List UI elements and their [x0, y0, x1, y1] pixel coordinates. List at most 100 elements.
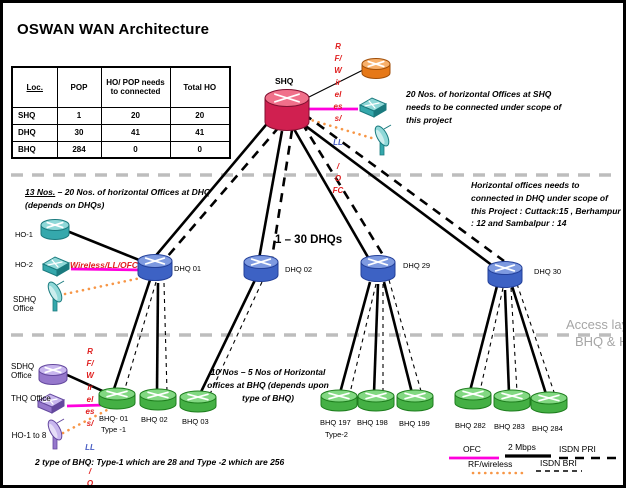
table-cell: 284 — [56, 140, 102, 159]
ho2-switch-icon — [41, 256, 71, 271]
vertical-label-part3: / O FC — [332, 162, 344, 195]
shq-router-icon — [274, 93, 300, 103]
link-2mbps — [111, 279, 152, 393]
table-cell: 41 — [100, 123, 171, 142]
link-2mbps — [503, 289, 511, 394]
dhq-left-note-lead: 13 Nos. — [25, 187, 56, 197]
access-layer-sublabel: BHQ & HO — [575, 334, 623, 349]
table-header-cell: HO/ POP needs to connected — [100, 66, 171, 108]
page-title: OSWAN WAN Architecture — [17, 21, 210, 38]
link-isdn-bri — [516, 283, 555, 393]
shq-ho-dish-icon — [375, 129, 385, 145]
legend-isdn-bri-label: ISDN BRI — [540, 458, 577, 468]
bhq282-node-label: BHQ 282 — [455, 421, 486, 430]
shq-ho-dish-icon — [374, 125, 390, 147]
dhq29-router-icon — [360, 255, 396, 269]
link-rf-wireless — [63, 274, 152, 296]
bhq197-node-label: BHQ 197 — [320, 418, 351, 427]
bhq198-router-icon — [357, 389, 395, 403]
table-header-cell: Total HO — [169, 66, 231, 108]
link-2mbps — [468, 285, 499, 392]
shq-vertical-link-label: R F/ W ir el es s/ LL / O FC — [329, 29, 347, 209]
dhq30-router-icon — [487, 267, 523, 288]
legend-2mbps-label: 2 Mbps — [508, 442, 536, 452]
bhq01-router-icon — [98, 387, 136, 401]
shq-ho-router-icon — [367, 60, 385, 68]
ho1to8-dish-icon — [48, 423, 58, 439]
bhq282-router-icon — [454, 393, 492, 410]
ho1-router-icon — [40, 224, 70, 240]
table-cell: 20 — [100, 106, 171, 125]
bhq02-router-icon — [147, 391, 169, 399]
bhq199-router-icon — [396, 395, 434, 412]
bhq283-node-label: BHQ 283 — [494, 422, 525, 431]
ho1-label: HO-1 — [15, 230, 33, 239]
link-2mbps — [338, 281, 372, 394]
bhq02-node-label: BHQ 02 — [141, 415, 168, 424]
dhq-left-note: 13 Nos. – 20 Nos. of horizontal Offices … — [25, 186, 217, 212]
ho2-switch-icon — [42, 263, 58, 277]
bhq01-router-icon — [98, 393, 136, 410]
vertical-label-part2: LL — [333, 138, 343, 147]
ho1to8-label: HO-1 to 8 — [11, 431, 47, 440]
table-cell: DHQ — [11, 123, 58, 142]
shq-ho-router-icon — [361, 58, 391, 70]
dhq30-node-label: DHQ 30 — [534, 267, 562, 276]
link-isdn-bri — [163, 282, 168, 393]
shq-router-icon — [264, 97, 310, 131]
bhq198-router-icon — [357, 395, 395, 412]
bhq199-node-label: BHQ 199 — [399, 419, 430, 428]
thq-switch-icon — [51, 399, 65, 414]
dhq02-router-icon — [250, 258, 272, 266]
bhq-types-note: 2 type of BHQ: Type-1 which are 28 and T… — [35, 457, 285, 467]
link-2mbps — [382, 281, 414, 394]
table-cell: 1 — [56, 106, 102, 125]
bhq197-router-icon — [328, 392, 350, 400]
dhq01-router-icon — [137, 254, 173, 268]
legend-rf-label: RF/wireless — [468, 459, 513, 469]
link-isdn-bri — [388, 279, 422, 392]
sdhq-office-bottom-label: SDHQ Office — [11, 362, 35, 381]
legend-ofc-label: OFC — [463, 444, 481, 454]
bhq283-router-icon — [501, 392, 523, 400]
ho1to8-dish-icon — [56, 418, 65, 424]
bhq283-router-icon — [493, 395, 531, 412]
link-isdn-bri — [479, 287, 504, 392]
table-cell: 20 — [169, 106, 231, 125]
table-header-cell: Loc. — [11, 66, 58, 108]
ho2-link-label: Wireless/LL/OFC — [70, 260, 138, 270]
table-cell: 0 — [169, 140, 231, 159]
bhq284-router-icon — [530, 391, 568, 405]
link-isdn-bri — [123, 281, 157, 393]
ho1-router-icon — [46, 221, 64, 229]
dhq-right-note: Horizontal offices needs to connected in… — [471, 180, 621, 229]
table-cell: BHQ — [11, 140, 58, 159]
link-isdn-bri — [349, 283, 377, 394]
dhq02-router-icon — [243, 255, 279, 269]
bhq283-router-icon — [493, 389, 531, 403]
vertical-label-part3: / O FC — [86, 467, 94, 488]
legend-isdn-pri-label: ISDN PRI — [559, 444, 596, 454]
table-cell: 0 — [100, 140, 171, 159]
access-layer-label: Access layer — [566, 317, 623, 332]
dhq29-router-icon — [360, 261, 396, 282]
vertical-label-part1: R F/ W ir el es s/ — [85, 347, 95, 428]
dhq01-router-icon — [144, 257, 166, 265]
bhq-note: 10 Nos – 5 Nos of Horizontal offices at … — [207, 367, 329, 403]
bhq01-node-label: BHQ- 01 — [99, 414, 129, 423]
dhq29-node-label: DHQ 29 — [403, 261, 431, 270]
dhq30-router-icon — [487, 261, 523, 275]
sdhq-top-dish-icon — [56, 280, 65, 286]
bhq282-router-icon — [462, 390, 484, 398]
vertical-label-part2: LL — [85, 443, 95, 452]
bhq03-node-label: BHQ 03 — [182, 417, 209, 426]
thq-office-label: THQ Office — [11, 394, 51, 403]
dhq29-router-icon — [367, 258, 389, 266]
dhq02-node-label: DHQ 02 — [285, 265, 313, 274]
dhq01-router-icon — [137, 260, 173, 281]
vertical-label-part1: R F/ W ir el es s/ — [333, 42, 343, 123]
